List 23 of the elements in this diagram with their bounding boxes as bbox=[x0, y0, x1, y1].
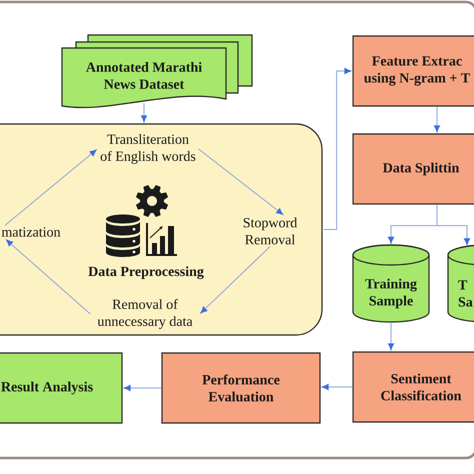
arrow bbox=[436, 204, 470, 245]
arrow bbox=[6, 240, 91, 314]
arrow bbox=[140, 102, 148, 122]
process-box: Feature Extrac using N-gram + T bbox=[352, 35, 474, 107]
arrow bbox=[198, 148, 284, 215]
process-box: Sentiment Classification bbox=[352, 351, 474, 423]
step-label: Stopword Removal bbox=[244, 218, 298, 244]
document-stack: Annotated Marathi News Dataset bbox=[61, 34, 253, 108]
step-label: Transliteration of English words bbox=[100, 134, 196, 164]
arrow bbox=[200, 246, 270, 314]
process-box: Performance Evaluation bbox=[161, 352, 321, 424]
step-label: matization bbox=[2, 227, 60, 237]
arrow bbox=[322, 384, 353, 390]
arrow bbox=[434, 106, 440, 132]
process-box: Result Analysis bbox=[0, 352, 123, 424]
arrow bbox=[124, 384, 162, 392]
database-cylinder: Training Sample bbox=[352, 244, 430, 323]
arrow bbox=[4, 150, 97, 226]
database-cylinder: T Sa bbox=[447, 244, 474, 323]
process-box: Data Splittin bbox=[352, 133, 474, 205]
arrow bbox=[323, 68, 352, 230]
arrow bbox=[388, 322, 394, 350]
step-label: Removal of unnecessary data bbox=[98, 299, 192, 329]
